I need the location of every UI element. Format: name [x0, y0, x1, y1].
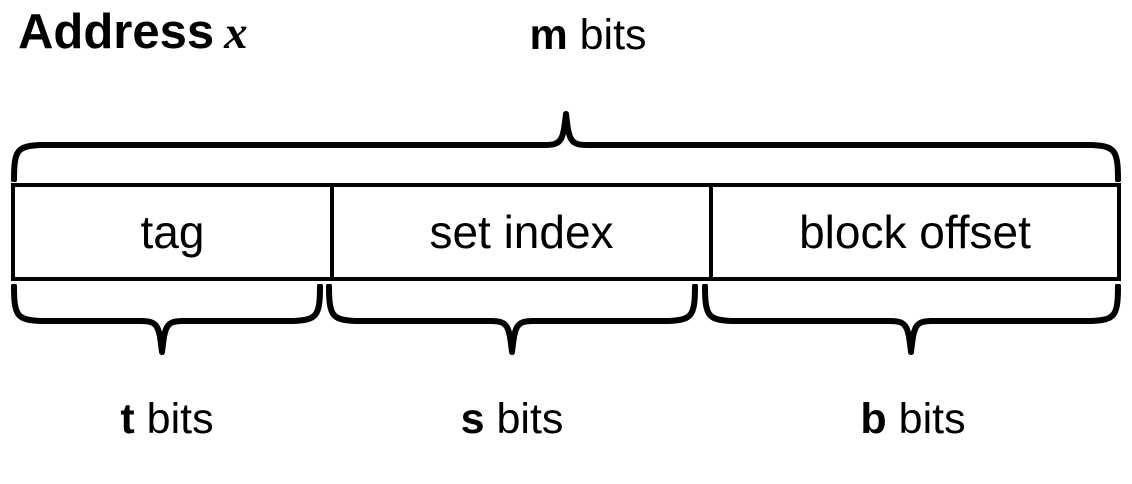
s-bits-symbol: s — [460, 395, 485, 443]
b-bits-label: b bits — [860, 398, 965, 441]
m-bits-symbol: m — [529, 11, 568, 59]
b-bits-symbol: b — [860, 395, 887, 443]
m-bits-label: m bits — [529, 14, 646, 57]
curly-brace-down-icon-set-index — [326, 284, 698, 355]
t-bits-label: t bits — [120, 398, 213, 441]
field-cell-block-offset: block offset — [709, 187, 1117, 277]
field-label-block-offset: block offset — [799, 206, 1031, 258]
title-variable: x — [224, 7, 248, 59]
address-field-box: tag set index block offset — [11, 183, 1121, 281]
title-word: Address — [18, 5, 215, 59]
s-bits-suffix: bits — [484, 395, 564, 443]
curly-brace-up-icon — [11, 111, 1121, 182]
t-bits-symbol: t — [120, 395, 135, 443]
s-bits-label: s bits — [461, 398, 564, 441]
field-cell-set-index: set index — [330, 187, 709, 277]
t-bits-suffix: bits — [134, 395, 214, 443]
curly-brace-down-icon-tag — [11, 284, 323, 355]
m-bits-suffix: bits — [567, 11, 647, 59]
b-bits-suffix: bits — [886, 395, 966, 443]
field-label-tag: tag — [140, 206, 205, 258]
field-cell-tag: tag — [15, 187, 330, 277]
field-label-set-index: set index — [429, 206, 614, 258]
curly-brace-down-icon-block-offset — [702, 284, 1121, 355]
